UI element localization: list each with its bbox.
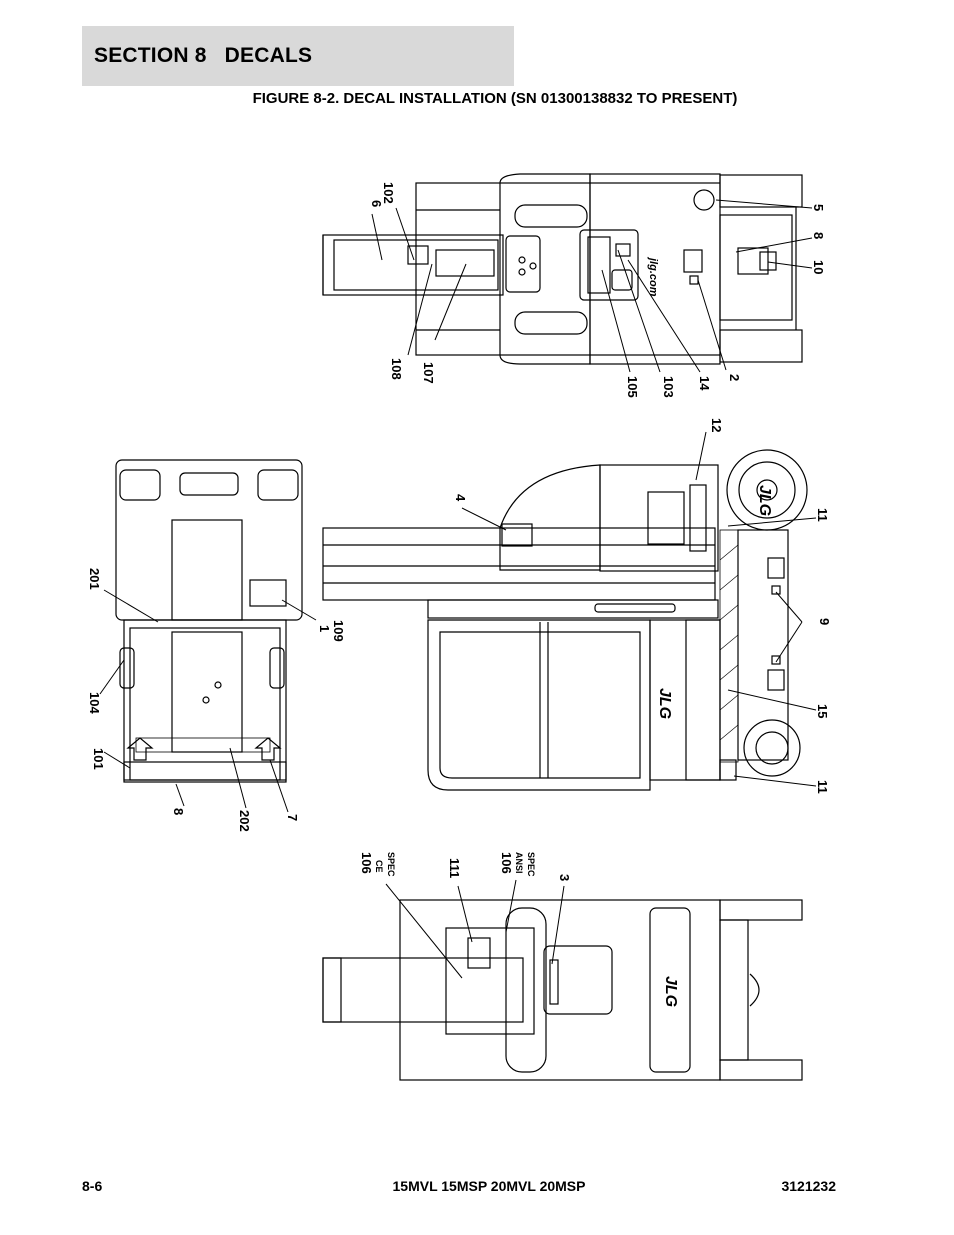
page-number: 8-6: [82, 1178, 103, 1194]
side-view: [322, 449, 808, 791]
callout-201: 201: [87, 568, 102, 590]
callout-102: 102: [381, 182, 396, 204]
callout-2: 2: [727, 374, 742, 381]
svg-text:jlg.com: jlg.com: [647, 256, 659, 297]
callout-109: 109: [331, 620, 346, 642]
callout-5: 5: [811, 204, 826, 211]
section-title: DECALS: [224, 44, 313, 67]
callout-10: 10: [811, 260, 826, 274]
figure-title: FIGURE 8-2. DECAL INSTALLATION (SN 01300…: [252, 90, 738, 107]
callout-107: 107: [421, 362, 436, 384]
callout-15: 15: [815, 704, 830, 718]
svg-text:JLG: JLG: [662, 976, 679, 1007]
front-view: [115, 459, 303, 783]
callout-7: 7: [285, 814, 300, 821]
callout-104: 104: [87, 692, 102, 714]
callout-108: 108: [389, 358, 404, 380]
svg-text:JLG: JLG: [656, 688, 673, 719]
callout-101: 101: [91, 748, 106, 770]
callout-103: 103: [661, 376, 676, 398]
svg-text:JLG: JLG: [756, 485, 773, 516]
callout-ansi-label: ANSI: [514, 852, 524, 874]
callout-4: 4: [453, 494, 468, 502]
callout-labels: 6 102 108 107 105 103 14 2 5 8 10 12 4 1…: [87, 182, 832, 881]
model-list: 15MVL 15MSP 20MVL 20MSP: [392, 1178, 586, 1194]
callout-3: 3: [557, 874, 572, 881]
callout-6: 6: [369, 200, 384, 207]
callout-ce-label: CE: [374, 860, 384, 873]
callout-11-upper: 11: [815, 508, 830, 522]
section-header: SECTION 8 DECALS: [82, 26, 514, 86]
callout-106-ce: 106: [359, 852, 374, 874]
callout-12: 12: [709, 418, 724, 432]
section-number: SECTION 8: [94, 44, 207, 67]
callout-202: 202: [237, 810, 252, 832]
callout-11-lower: 11: [815, 780, 830, 794]
callout-111: 111: [447, 858, 462, 878]
callout-8-front: 8: [171, 808, 186, 815]
callout-14: 14: [697, 376, 712, 391]
leader-lines: [99, 199, 817, 979]
callout-ansi-spec-label: SPEC: [526, 852, 536, 877]
bottom-view: [322, 899, 803, 1081]
callout-ce-spec-label: SPEC: [386, 852, 396, 877]
callout-105: 105: [625, 376, 640, 398]
document-number: 3121232: [781, 1178, 836, 1194]
callout-1: 1: [317, 625, 332, 632]
callout-8-top: 8: [811, 232, 826, 239]
callout-9: 9: [817, 618, 832, 625]
callout-106-ansi: 106: [499, 852, 514, 874]
jlg-logo-marks: jlg.com JLG JLG JLG: [647, 256, 773, 1007]
